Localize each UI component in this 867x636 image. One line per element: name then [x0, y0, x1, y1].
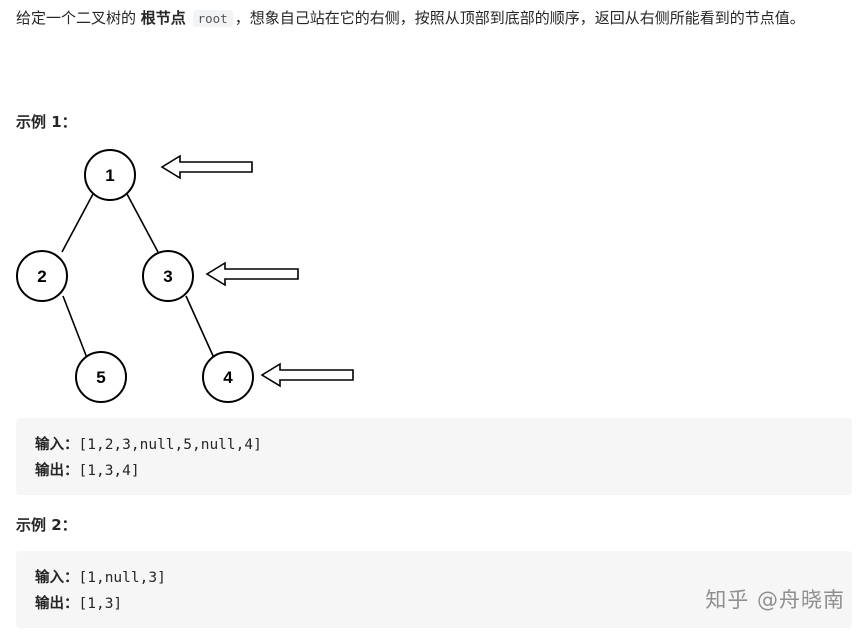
zhihu-watermark: 知乎 @舟晓南 — [705, 588, 845, 612]
description-bold-term: 根节点 — [140, 9, 186, 27]
example-2-title: 示例 2： — [16, 516, 77, 534]
description-suffix: ，想象自己站在它的右侧，按照从顶部到底部的顺序，返回从右侧所能看到的节点值。 — [234, 9, 805, 27]
binary-tree-diagram: 1 2 3 5 4 — [16, 149, 354, 403]
tree-node-circle-3 — [142, 250, 194, 302]
input-value: [1,2,3,null,5,null,4] — [78, 437, 262, 453]
example-2-codeblock: 输入：[1,null,3] 输出：[1,3] — [16, 551, 852, 628]
input-label: 输入： — [35, 437, 79, 453]
input-label: 输入： — [35, 570, 79, 586]
tree-edge-1-3 — [126, 193, 159, 253]
example-1-output-line: 输出：[1,3,4] — [35, 458, 833, 484]
tree-edge-2-5 — [62, 295, 88, 359]
right-view-arrow-level-1 — [160, 154, 253, 180]
tree-node-label-3: 3 — [163, 267, 172, 286]
tree-node-circle-1 — [84, 149, 136, 201]
inline-code-root: root — [192, 10, 233, 27]
right-view-arrow-level-2 — [205, 261, 299, 287]
output-label: 输出： — [35, 596, 79, 612]
tree-node-label-2: 2 — [37, 267, 46, 286]
output-value: [1,3] — [78, 596, 123, 612]
tree-node-circle-2 — [16, 250, 68, 302]
output-value: [1,3,4] — [78, 463, 140, 479]
input-value: [1,null,3] — [78, 570, 166, 586]
example-2-input-line: 输入：[1,null,3] — [35, 565, 833, 591]
tree-node-label-1: 1 — [105, 166, 114, 185]
tree-node-label-4: 4 — [223, 368, 233, 387]
tree-edge-3-4 — [185, 295, 215, 359]
right-view-arrow-level-3 — [260, 362, 354, 388]
example-1-input-line: 输入：[1,2,3,null,5,null,4] — [35, 432, 833, 458]
description-prefix: 给定一个二叉树的 — [16, 9, 141, 27]
example-2-output-line: 输出：[1,3] — [35, 591, 833, 617]
problem-description: 给定一个二叉树的 根节点 root，想象自己站在它的右侧，按照从顶部到底部的顺序… — [16, 6, 851, 31]
example-1-title: 示例 1： — [16, 113, 77, 131]
tree-edge-1-2 — [61, 193, 94, 253]
tree-node-circle-4 — [202, 351, 254, 403]
tree-node-label-5: 5 — [96, 368, 105, 387]
example-1-codeblock: 输入：[1,2,3,null,5,null,4] 输出：[1,3,4] — [16, 418, 852, 495]
output-label: 输出： — [35, 463, 79, 479]
tree-node-circle-5 — [75, 351, 127, 403]
